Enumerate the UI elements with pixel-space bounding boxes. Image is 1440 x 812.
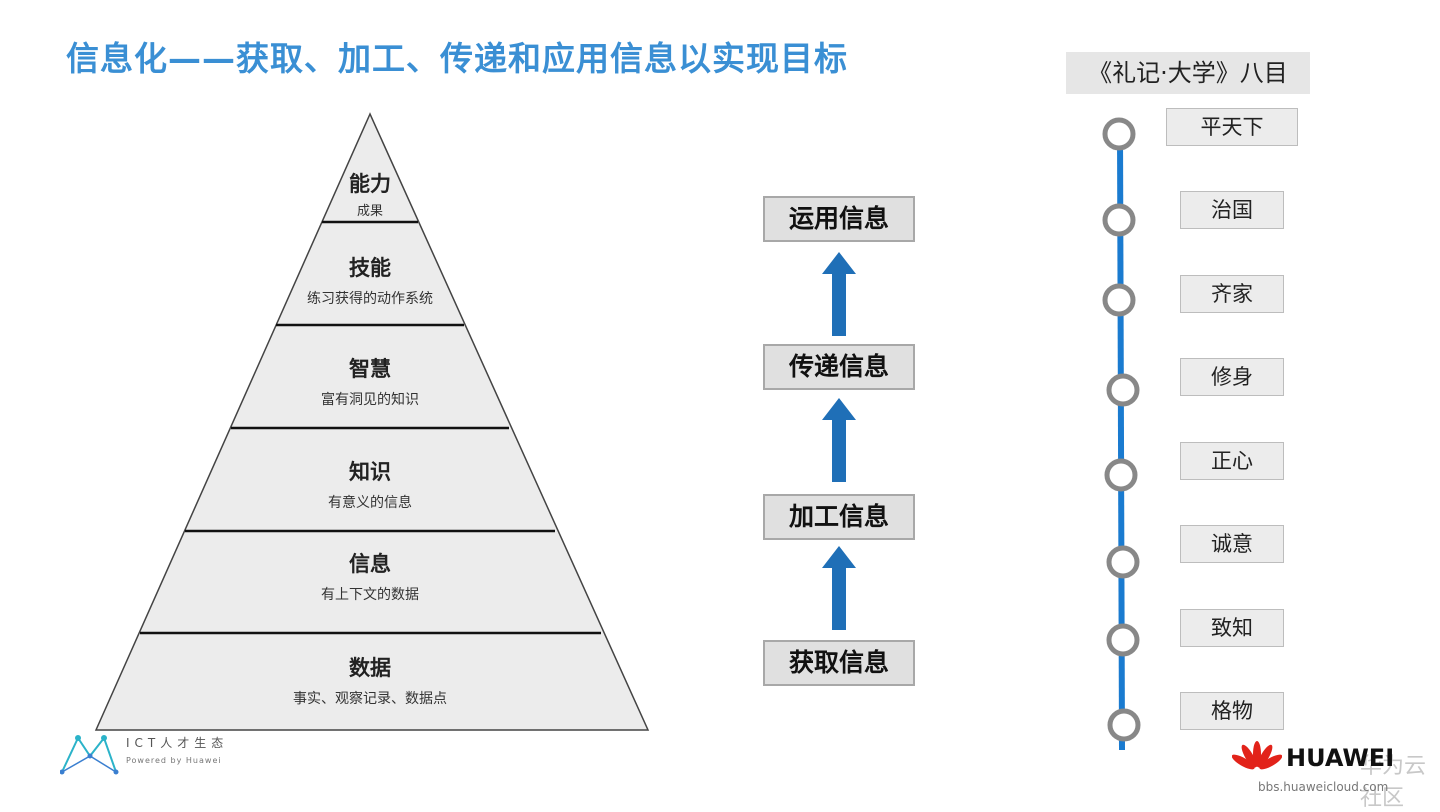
tier-desc: 练习获得的动作系统 [307,291,433,307]
tier-title: 智慧 [349,357,391,381]
liji-title: 《礼记·大学》八目 [1066,52,1310,94]
timeline-node-icon [1106,623,1140,657]
ict-ecosystem-logo: ICT人才生态 Powered by Huawei [59,734,250,778]
timeline-node-icon [1102,283,1136,317]
huawei-flower-icon [1231,741,1283,770]
timeline-node-icon [1106,545,1140,579]
arrow-up-icon [822,252,856,336]
huawei-brand-text: HUAWEI [1286,744,1395,772]
tier-ability: 能力 成果 [220,168,520,219]
tier-information: 信息 有上下文的数据 [220,548,520,604]
tier-title: 数据 [349,656,391,680]
timeline-node-icon [1102,203,1136,237]
timeline [1102,117,1141,751]
tier-desc: 事实、观察记录、数据点 [293,691,447,707]
tier-title: 信息 [349,552,391,576]
step-process-info: 加工信息 [763,494,915,540]
timeline-node-icon [1107,708,1141,742]
item-zhi-guo: 治国 [1180,191,1284,229]
tier-skill: 技能 练习获得的动作系统 [220,252,520,308]
step-acquire-info: 获取信息 [763,640,915,686]
timeline-node-icon [1102,117,1136,151]
step-transmit-info: 传递信息 [763,344,915,390]
tier-desc: 成果 [356,204,383,219]
item-xiu-shen: 修身 [1180,358,1284,396]
item-ping-tian-xia: 平天下 [1166,108,1298,146]
tier-desc: 有意义的信息 [328,495,412,511]
huawei-cloud-community-logo: 华为云社区 HUAWEI bbs.huaweicloud.com [1231,740,1432,811]
timeline-node-icon [1106,373,1140,407]
timeline-node-icon [1104,458,1138,492]
ict-logo-text: ICT人才生态 [126,736,229,750]
ict-logo-subtitle: Powered by Huawei [126,756,222,765]
tier-desc: 有上下文的数据 [321,587,419,603]
item-cheng-yi: 诚意 [1180,525,1284,563]
tier-wisdom: 智慧 富有洞见的知识 [220,353,520,409]
item-zheng-xin: 正心 [1180,442,1284,480]
tier-title: 能力 [349,172,391,196]
tier-knowledge: 知识 有意义的信息 [220,456,520,512]
huawei-url-text: bbs.huaweicloud.com [1258,780,1389,794]
tier-title: 技能 [349,256,391,280]
huawei-community-text: 华为云社区 [1360,754,1427,811]
arrow-up-icon [822,546,856,630]
tier-data: 数据 事实、观察记录、数据点 [220,652,520,708]
step-use-info: 运用信息 [763,196,915,242]
arrow-up-icon [822,398,856,482]
tier-desc: 富有洞见的知识 [321,392,419,408]
ict-logo-icon [59,735,119,775]
tier-title: 知识 [349,460,391,484]
slide-title: 信息化——获取、加工、传递和应用信息以实现目标 [66,39,848,78]
item-zhi-zhi: 致知 [1180,609,1284,647]
item-ge-wu: 格物 [1180,692,1284,730]
item-qi-jia: 齐家 [1180,275,1284,313]
